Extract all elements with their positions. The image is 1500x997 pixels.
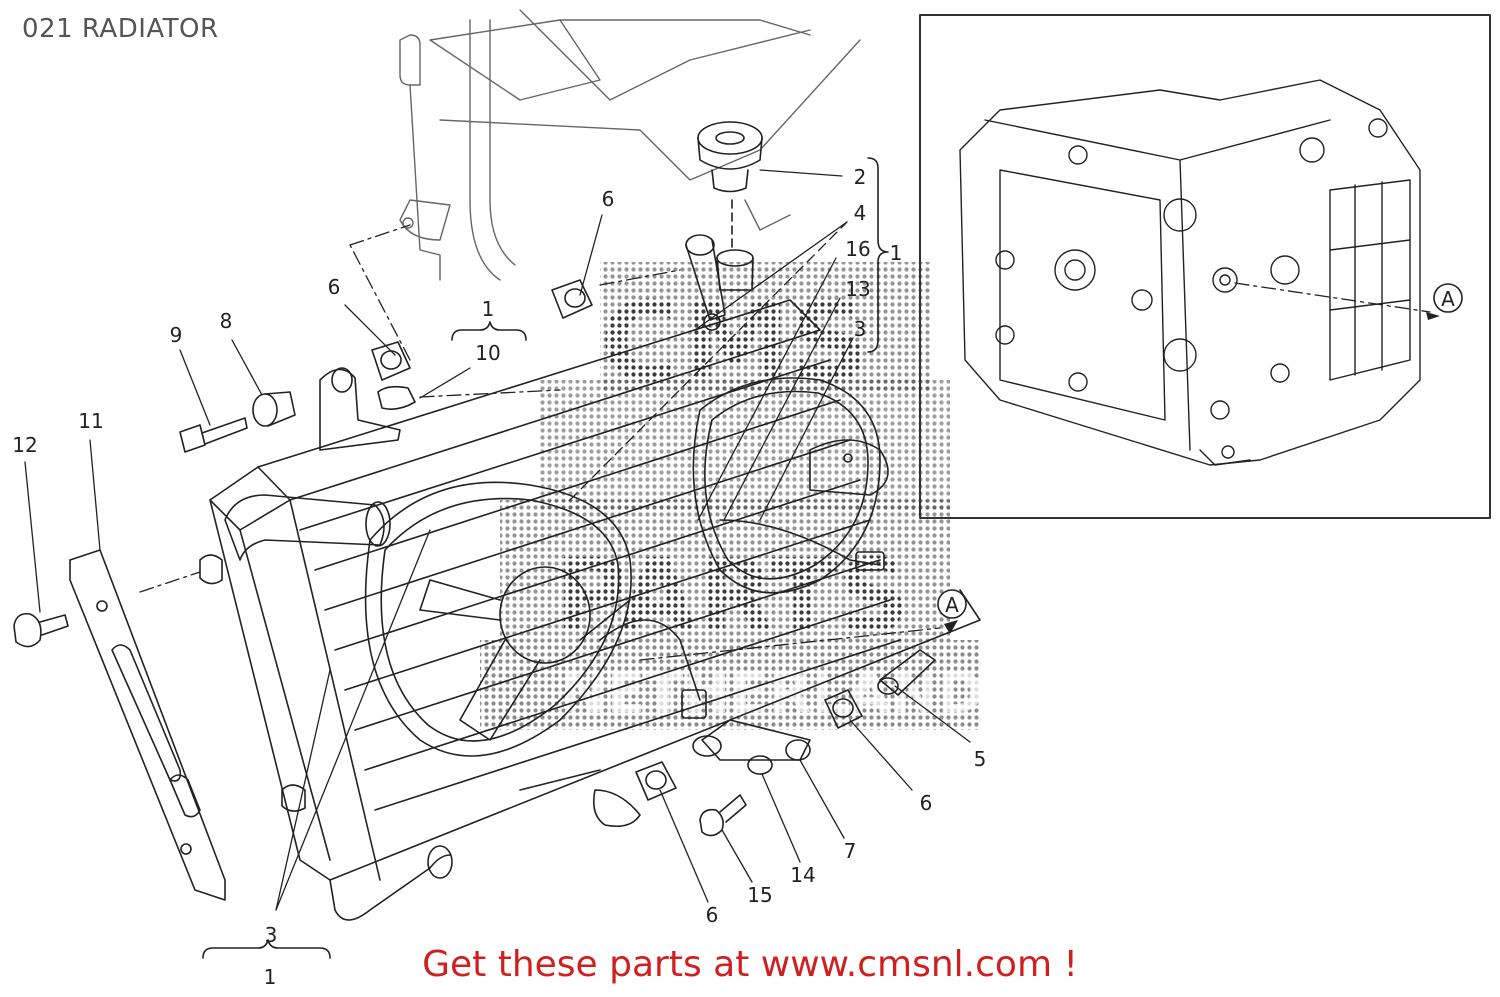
watermark-logo: CMS PARTS NETHERLANDS <box>480 262 1024 730</box>
callout-label: 9 <box>170 323 183 347</box>
callout-label: 6 <box>328 275 341 299</box>
ref-marker-inset: A <box>1426 283 1463 320</box>
callout-label: 14 <box>790 863 815 887</box>
callout-label: 2 <box>854 165 867 189</box>
bracket-braces <box>202 157 889 959</box>
callout-label: 7 <box>844 839 857 863</box>
callout-label: 5 <box>974 747 987 771</box>
callout-label: 6 <box>920 791 933 815</box>
callout-label: 3 <box>854 317 867 341</box>
callout-label: 12 <box>12 433 37 457</box>
fan-left <box>364 481 701 757</box>
filler-cap <box>697 121 763 291</box>
watermark-text-2: PARTS <box>555 537 909 654</box>
side-cover <box>69 549 226 901</box>
callout-label: 15 <box>747 883 772 907</box>
promo-link-text[interactable]: Get these parts at www.cmsnl.com ! <box>422 944 1078 985</box>
callout-label: 8 <box>220 309 233 333</box>
leader-lines <box>24 169 1431 911</box>
callout-label: 1 <box>264 965 277 989</box>
callout-label: 11 <box>78 409 103 433</box>
callout-label: 10 <box>475 341 500 365</box>
callout-label: 3 <box>265 923 278 947</box>
callout-label: 1 <box>482 297 495 321</box>
callout-label: 13 <box>845 277 870 301</box>
callout-label: 4 <box>854 201 867 225</box>
page-title: 021 RADIATOR <box>22 14 219 44</box>
watermark-text-1: CMS <box>600 278 869 406</box>
callout-label: 6 <box>706 903 719 927</box>
radiator-core <box>209 299 981 881</box>
watermark-text-3: NETHERLANDS <box>560 661 1024 726</box>
engine-block <box>959 79 1421 466</box>
ref-letter: A <box>945 593 959 617</box>
frame-outline <box>399 9 861 281</box>
engine-inset-frame <box>919 14 1491 519</box>
ref-letter: A <box>1441 287 1455 311</box>
callout-label: 16 <box>845 237 870 261</box>
callout-label: 1 <box>890 241 903 265</box>
fasteners <box>13 234 936 837</box>
callout-labels: 2 4 16 13 3 1 6 6 1 10 9 8 11 12 5 6 7 1… <box>12 165 986 989</box>
ref-marker-main: A <box>937 589 967 634</box>
fan-right <box>692 377 889 594</box>
lower-hose <box>329 845 453 921</box>
callout-label: 6 <box>602 187 615 211</box>
